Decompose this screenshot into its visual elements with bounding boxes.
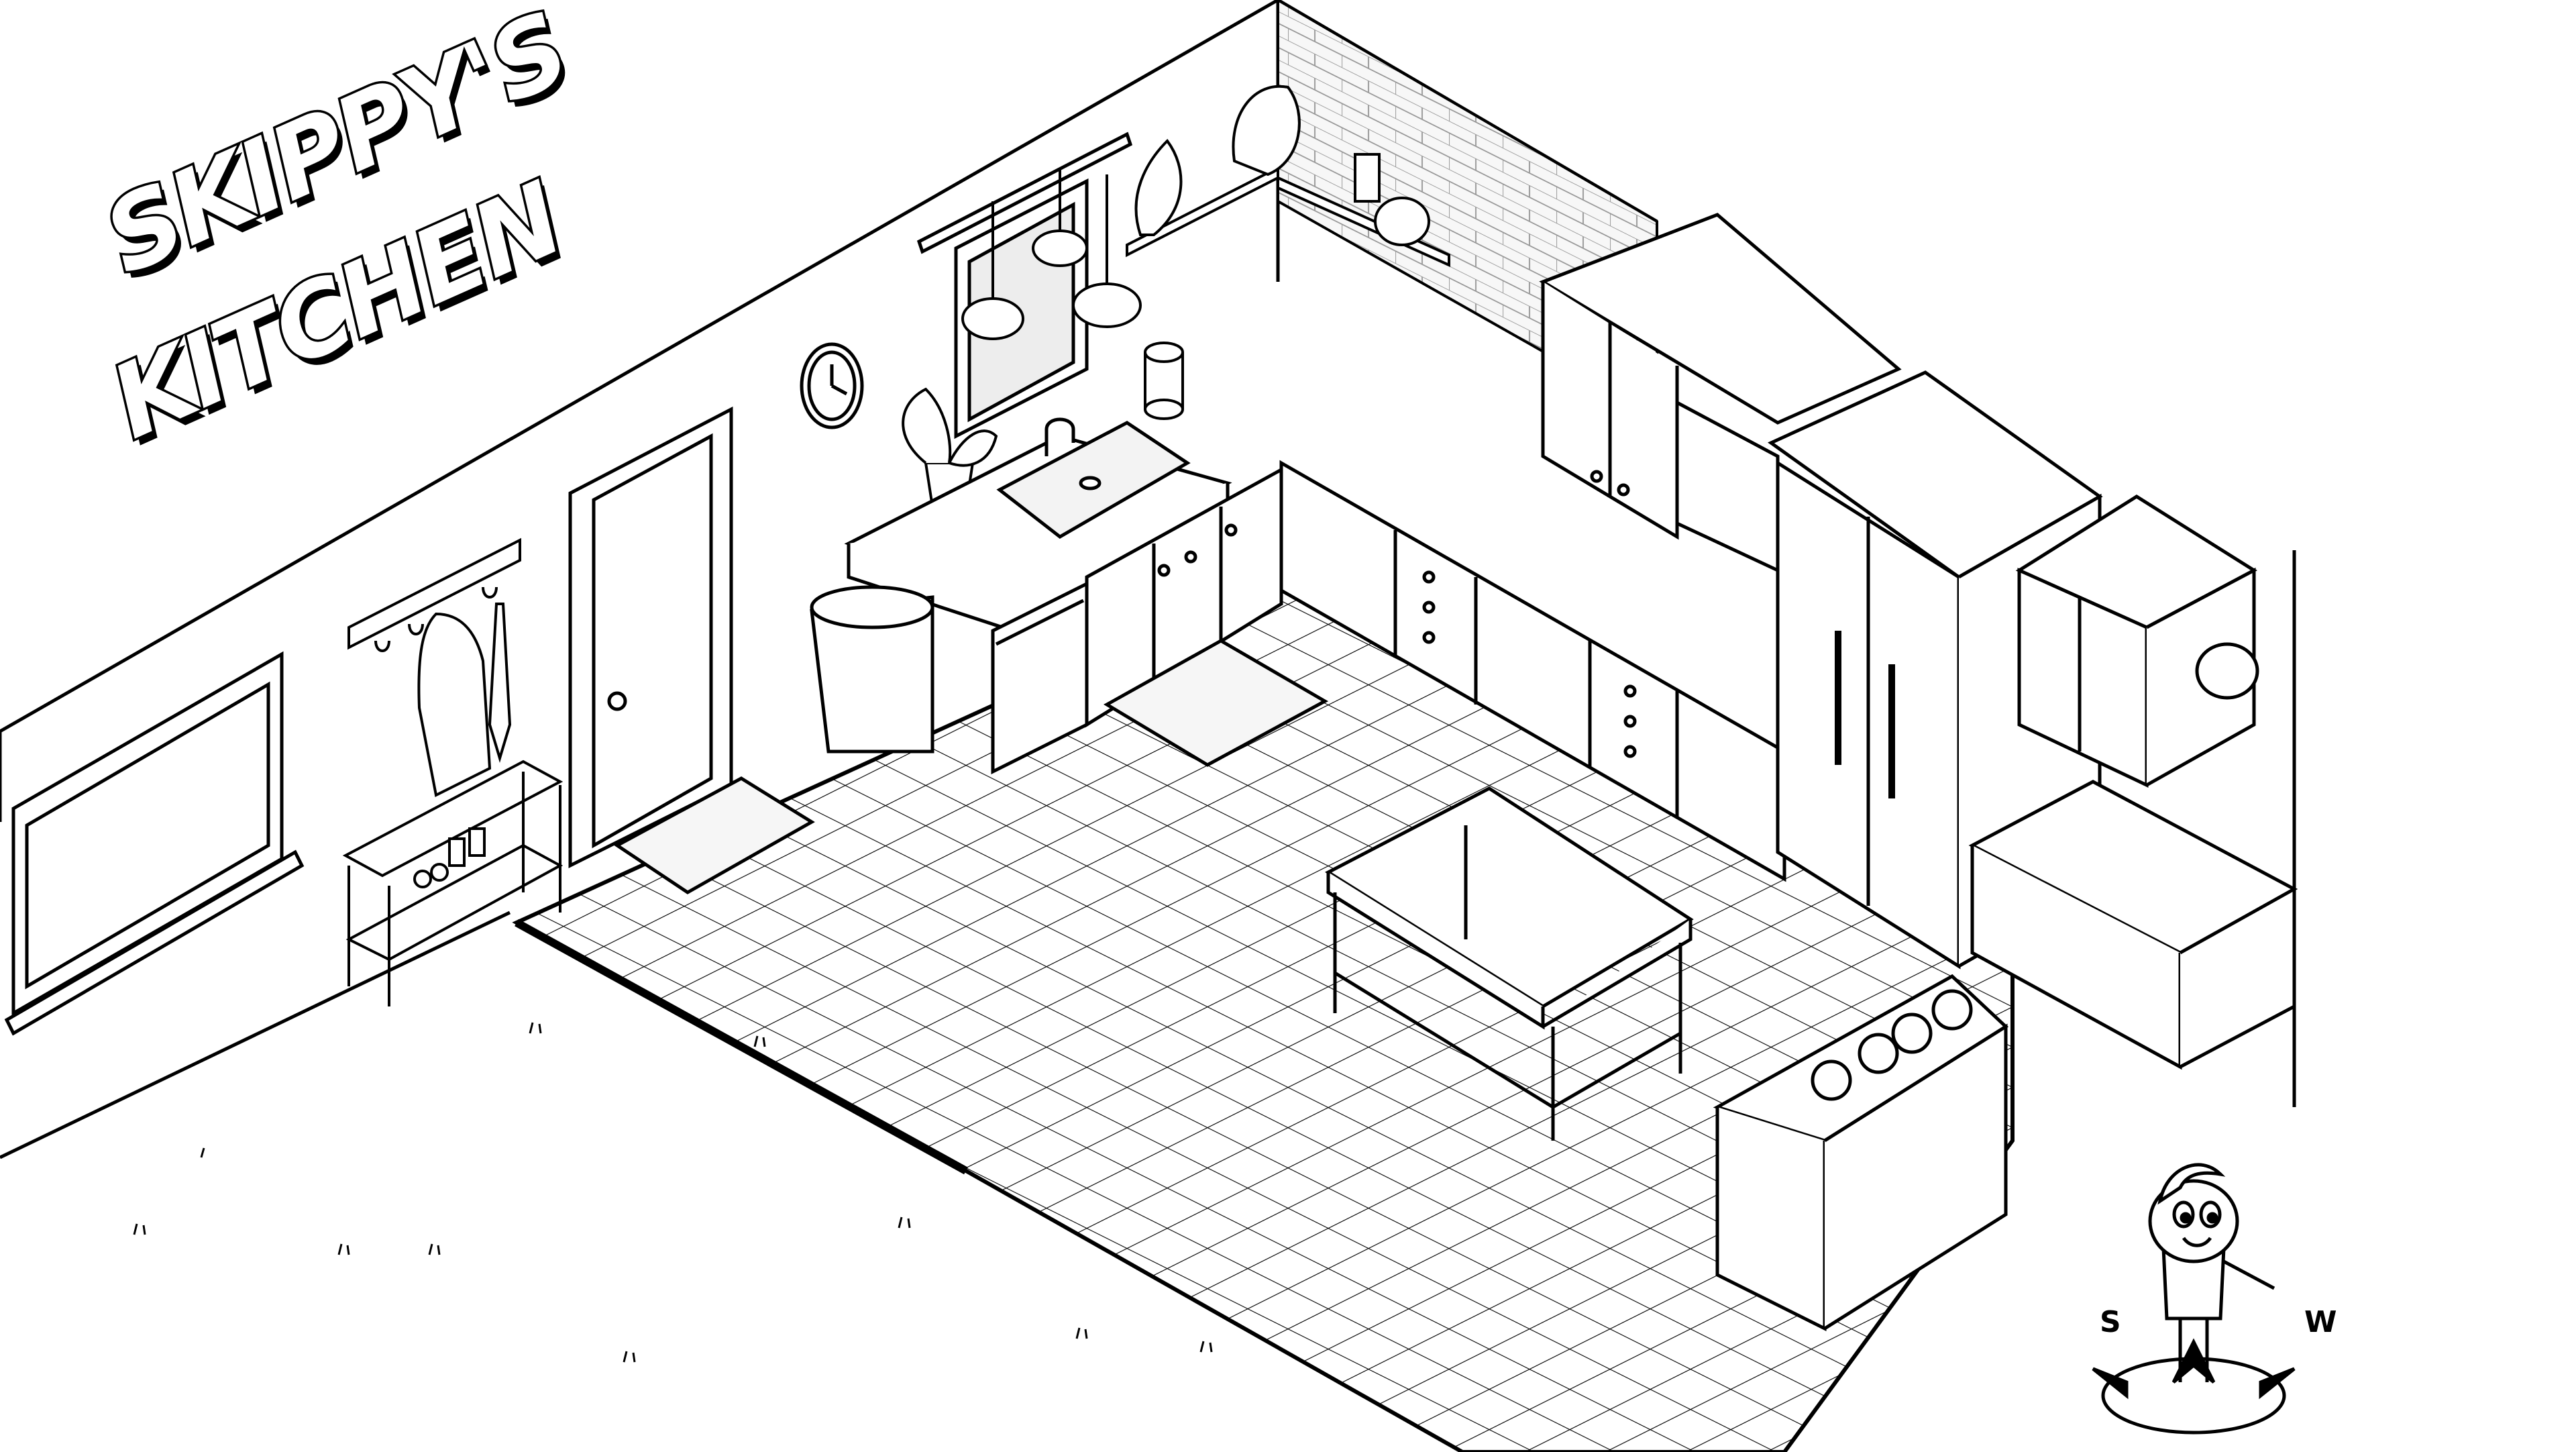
corner-upper-cabinet[interactable] (2015, 495, 2259, 788)
stove[interactable] (1713, 974, 2009, 1332)
character-legs (2178, 1315, 2209, 1382)
floor-edge (515, 919, 968, 1175)
microwave (1675, 399, 1780, 573)
player-character-skippy[interactable] (2092, 1163, 2296, 1435)
upper-cabinets[interactable] (1539, 213, 1902, 573)
faucet (1044, 417, 1075, 456)
compass-base (2101, 1357, 2286, 1435)
right-lower-cabinets[interactable] (1279, 460, 1786, 882)
kitchen-mat[interactable] (1104, 639, 1329, 767)
left-window[interactable] (4, 651, 305, 1036)
character-arm (2222, 1259, 2275, 1290)
umbrella (488, 603, 512, 763)
plant-shelf (1126, 85, 1450, 268)
compass-label-east: W (2304, 1305, 2337, 1339)
trash-can[interactable] (810, 585, 934, 754)
character-hair (2157, 1163, 2226, 1205)
paper-towel (1144, 342, 1184, 420)
shoe-bench[interactable] (342, 760, 564, 1006)
game-title: SKIPPY'S SKIPPY'S KITCHEN KITCHEN (86, 0, 589, 468)
door-knob (607, 691, 627, 711)
door-mat[interactable] (614, 776, 815, 894)
hanging-plants (961, 168, 1142, 340)
back-lower-cabinets[interactable] (1085, 466, 1283, 728)
grass-tufts (133, 1022, 1213, 1363)
wall-clock-icon[interactable] (800, 342, 864, 429)
character-head (2148, 1179, 2239, 1263)
right-counter[interactable] (1968, 780, 2298, 1070)
island-table[interactable] (1324, 786, 1694, 1141)
burner-3 (1891, 1013, 1933, 1054)
front-door[interactable] (568, 406, 733, 869)
paper-roll (2195, 642, 2259, 700)
sink-counter[interactable] (844, 417, 1232, 633)
coat-rack[interactable] (347, 537, 521, 797)
burner-2 (1858, 1033, 1899, 1074)
coat (417, 612, 492, 797)
burner-4 (1931, 989, 1973, 1031)
sink-drain (1079, 476, 1102, 490)
compass-label-west: S (2100, 1305, 2121, 1339)
burner-1 (1811, 1059, 1852, 1101)
